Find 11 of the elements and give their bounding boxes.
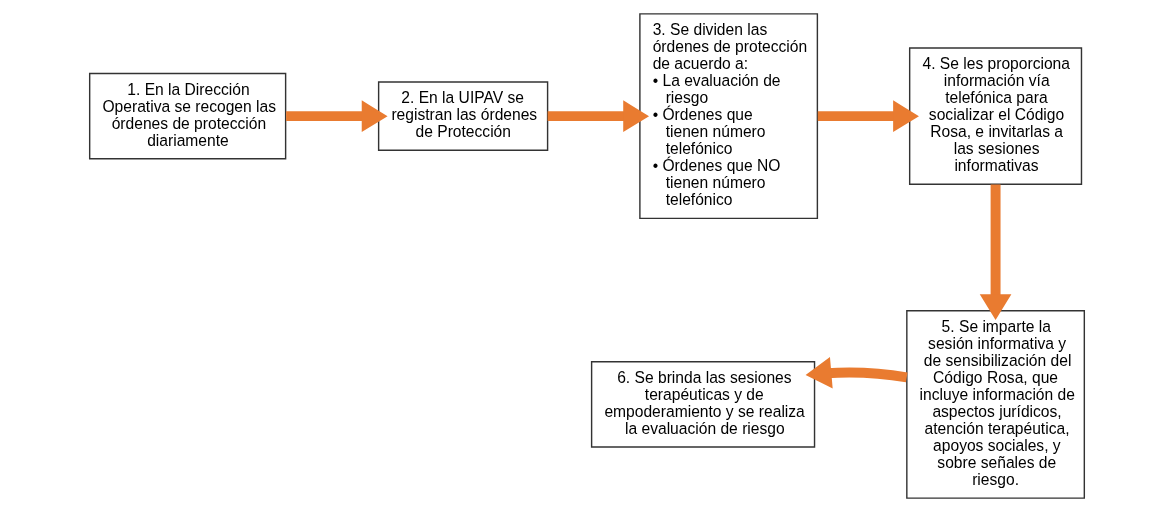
arrow bbox=[817, 100, 919, 132]
node-box: 5. Se imparte la sesión informativa y de sensibilización del Código Rosa, que incluye información de aspectos jurídicos, atención terapéutica, apoyos sociales, y sobre señales de riesgo. bbox=[905, 309, 1085, 499]
arrow bbox=[805, 357, 908, 389]
node-box: 2. En la UIPAV se registran las órdenes de Protección bbox=[377, 81, 548, 151]
node-box: 3. Se dividen las órdenes de protección de acuerdo a: • La evaluación de riesgo • Órdenes que tienen número telefónico • Órdenes que NO tienen número telefónico bbox=[638, 13, 818, 220]
node-box: 1. En la Dirección Operativa se recogen las órdenes de protección diariamente bbox=[88, 72, 286, 160]
arrow bbox=[979, 184, 1011, 321]
arrow bbox=[547, 100, 649, 132]
node-box: 6. Se brinda las sesiones terapéuticas y de empoderamiento y se realiza la evaluación de riesgo bbox=[590, 361, 815, 448]
node-box: 4. Se les proporciona información vía telefónica para socializar el Código Rosa, e invitarlas a las sesiones informativas bbox=[908, 47, 1082, 185]
arrow bbox=[285, 100, 388, 132]
